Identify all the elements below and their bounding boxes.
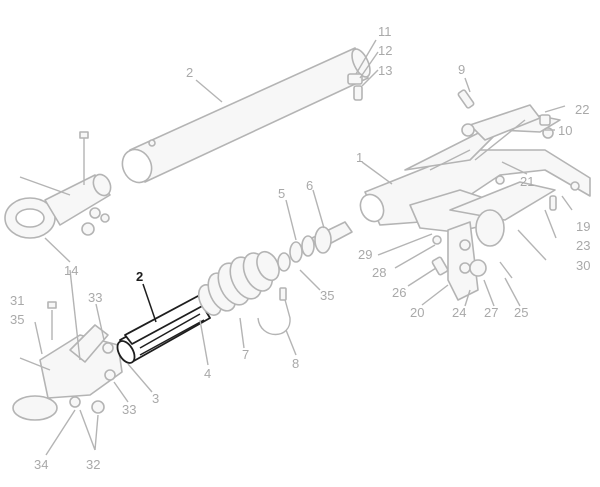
label-35-right: 35 <box>320 288 334 303</box>
leader-lines <box>34 39 573 456</box>
label-20: 20 <box>410 305 424 320</box>
label-27: 27 <box>484 305 498 320</box>
label-1: 1 <box>356 150 363 165</box>
label-12: 12 <box>378 43 392 58</box>
label-30: 30 <box>576 258 590 273</box>
label-35-left: 35 <box>10 312 24 327</box>
label-26: 26 <box>392 285 406 300</box>
label-22: 22 <box>575 102 589 117</box>
main-frame-part <box>359 104 591 233</box>
label-33-lower: 33 <box>122 402 136 417</box>
label-2-highlighted: 2 <box>136 269 143 284</box>
label-32: 32 <box>86 457 100 472</box>
label-14: 14 <box>64 263 78 278</box>
label-23: 23 <box>576 238 590 253</box>
cable-part <box>257 287 291 335</box>
eye-coupling-part <box>4 131 112 239</box>
label-9: 9 <box>458 62 465 77</box>
label-28: 28 <box>372 265 386 280</box>
outer-tube-part <box>121 47 371 184</box>
shaft-part <box>277 221 353 272</box>
label-6: 6 <box>306 178 313 193</box>
label-2-tube: 2 <box>186 65 193 80</box>
label-5: 5 <box>278 186 285 201</box>
label-31: 31 <box>10 293 24 308</box>
label-29: 29 <box>358 247 372 262</box>
label-10: 10 <box>558 123 572 138</box>
part-number-labels: 1 2 2 3 4 5 6 7 8 9 10 11 12 13 14 19 20… <box>10 24 590 472</box>
label-33-upper: 33 <box>88 290 102 305</box>
label-4: 4 <box>204 366 211 381</box>
label-25: 25 <box>514 305 528 320</box>
bolt-nut-set-11-13 <box>347 73 363 101</box>
label-24: 24 <box>452 305 466 320</box>
label-8: 8 <box>292 356 299 371</box>
label-13: 13 <box>378 63 392 78</box>
ball-coupling-part <box>12 301 123 421</box>
label-21: 21 <box>520 174 534 189</box>
label-11: 11 <box>378 24 392 39</box>
label-7: 7 <box>242 347 249 362</box>
inner-tube-highlighted <box>116 295 211 364</box>
bellows-part <box>197 250 280 316</box>
label-3: 3 <box>152 391 159 406</box>
label-19: 19 <box>576 219 590 234</box>
label-34: 34 <box>34 457 48 472</box>
